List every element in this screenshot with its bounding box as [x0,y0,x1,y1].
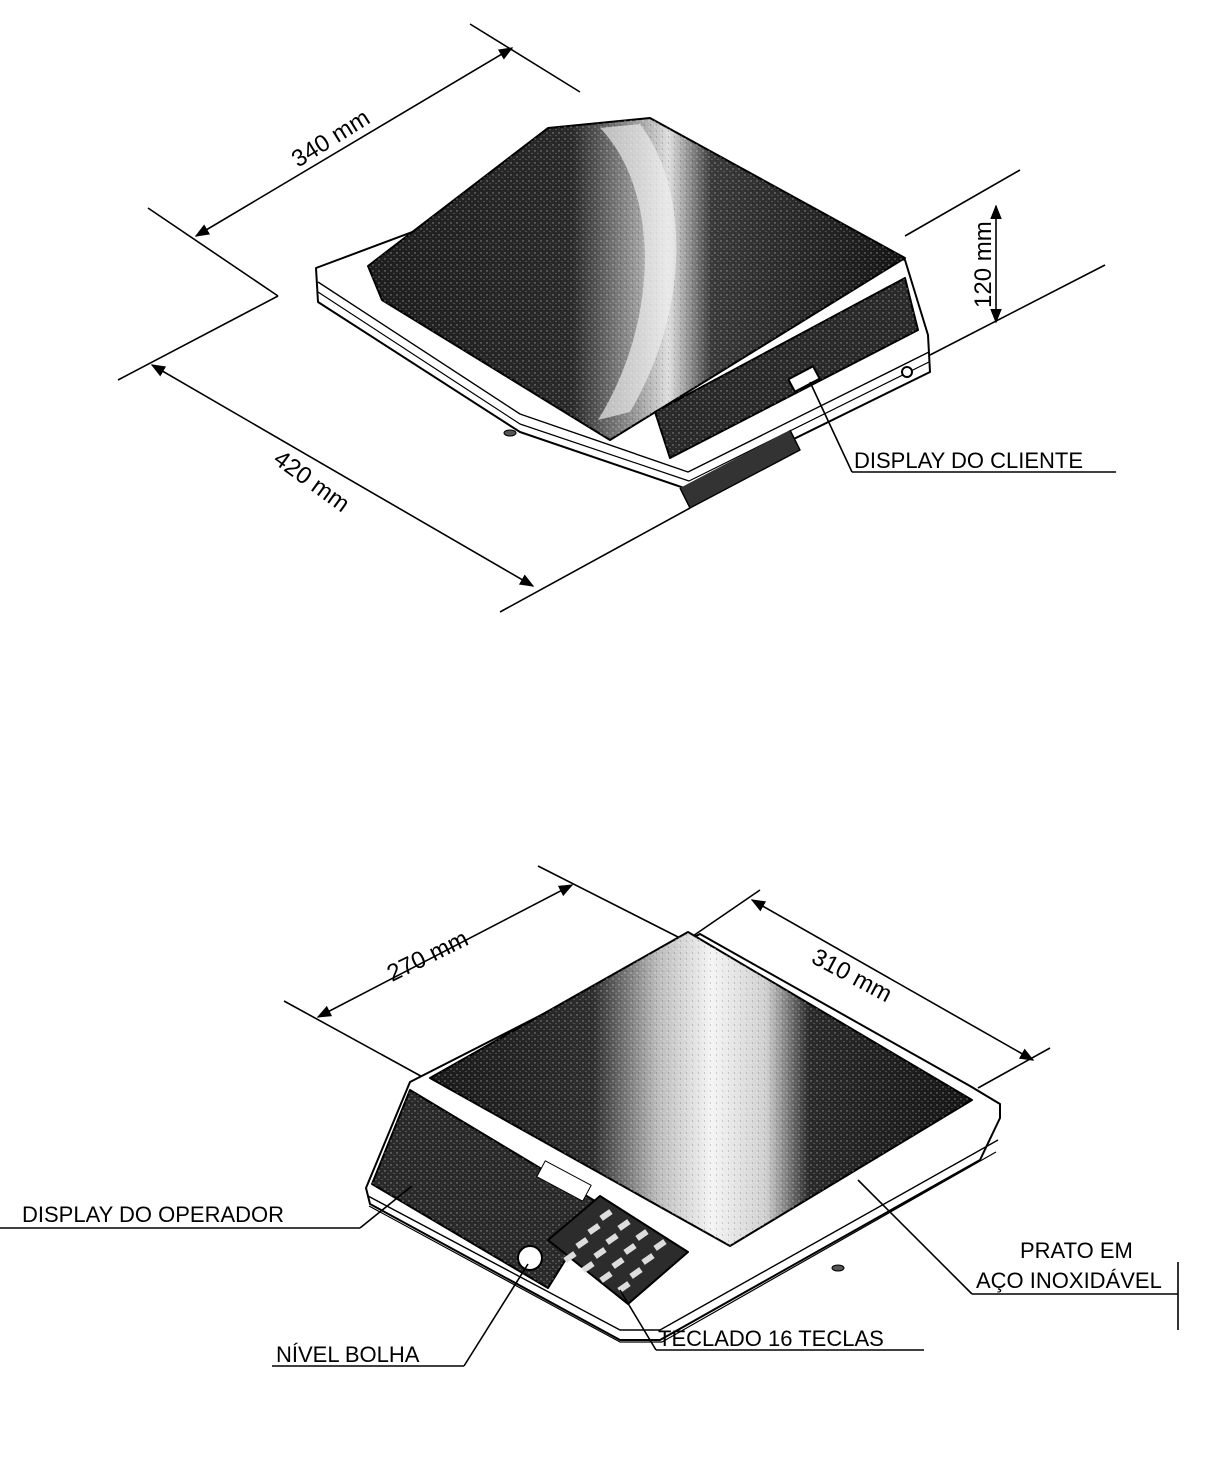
label-keypad: TECLADO 16 TECLAS [619,1289,924,1351]
dim-label-top-depth: 340 mm [287,104,375,173]
dim-line-bottom-depth [316,884,574,1018]
label-bubble-level: NÍVEL BOLHA [272,1263,529,1367]
dim-line-top-depth [194,47,514,237]
svg-text:TECLADO 16 TECLAS: TECLADO 16 TECLAS [658,1326,884,1351]
bottom-extension-lines [283,865,1051,1089]
svg-text:DISPLAY DO CLIENTE: DISPLAY DO CLIENTE [854,448,1083,473]
label-operator-display: DISPLAY DO OPERADOR [0,1185,413,1229]
svg-text:DISPLAY DO OPERADOR: DISPLAY DO OPERADOR [22,1202,284,1227]
top-platter-highlight [598,124,677,420]
svg-text:NÍVEL BOLHA: NÍVEL BOLHA [276,1342,420,1367]
label-platter: PRATO EM AÇO INOXIDÁVEL [857,1179,1179,1330]
keypad-panel [547,1195,689,1305]
dim-line-top-width [150,364,535,587]
dim-label-top-width: 420 mm [268,445,354,518]
top-scale-body [315,117,931,509]
dim-label-top-height: 120 mm [970,221,997,308]
dim-label-bottom-width: 310 mm [807,943,896,1008]
dim-line-bottom-width [750,899,1035,1061]
operator-brand-plate [536,1160,592,1202]
top-scale-figure: 340 mm 420 mm 120 mm DISPLAY DO CLIENTE [117,23,1116,613]
bubble-level [517,1245,543,1271]
bottom-scale-body [365,931,1001,1343]
top-extension-lines [117,23,1106,613]
dim-label-bottom-depth: 270 mm [383,925,473,987]
bottom-scale-figure: 270 mm 310 mm [0,865,1179,1367]
label-customer-display: DISPLAY DO CLIENTE [809,381,1116,473]
svg-text:AÇO INOXIDÁVEL: AÇO INOXIDÁVEL [976,1268,1162,1293]
svg-text:PRATO EM: PRATO EM [1020,1238,1133,1263]
top-display-window [787,365,821,393]
